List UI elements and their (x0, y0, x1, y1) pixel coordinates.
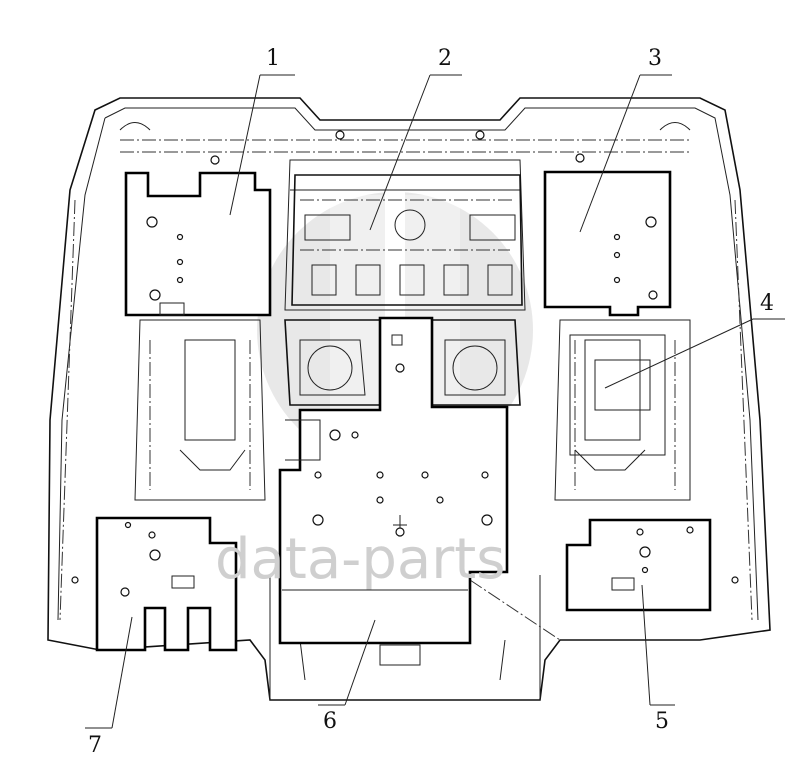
callout-7: 7 (88, 733, 102, 758)
callout-1: 1 (266, 46, 280, 71)
callout-2: 2 (438, 46, 452, 71)
callout-6: 6 (323, 709, 337, 734)
callout-5: 5 (655, 709, 669, 734)
insulation-pad-3 (543, 170, 672, 317)
watermark-text: data-parts (215, 527, 505, 592)
insulation-pad-6 (278, 316, 509, 645)
floor-area-4 (569, 334, 666, 456)
floor-body-outline (47, 97, 771, 701)
callout-3: 3 (648, 46, 662, 71)
insulation-pad-1 (124, 171, 272, 317)
insulation-pad-5 (565, 518, 712, 612)
leader-lines (85, 74, 785, 729)
callout-4: 4 (760, 291, 774, 316)
insulation-pad-2 (291, 174, 523, 306)
